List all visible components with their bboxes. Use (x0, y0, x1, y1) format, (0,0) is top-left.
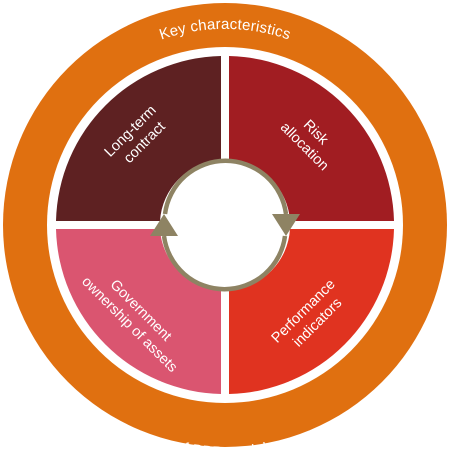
ring-inner-gap (47, 47, 403, 403)
segment-risk-allocation (229, 56, 394, 221)
segment-performance-indicators (229, 229, 394, 394)
cycle-arrows-icon (150, 158, 300, 292)
segment-government-ownership (56, 229, 221, 394)
segment-long-term-contract (56, 56, 221, 221)
